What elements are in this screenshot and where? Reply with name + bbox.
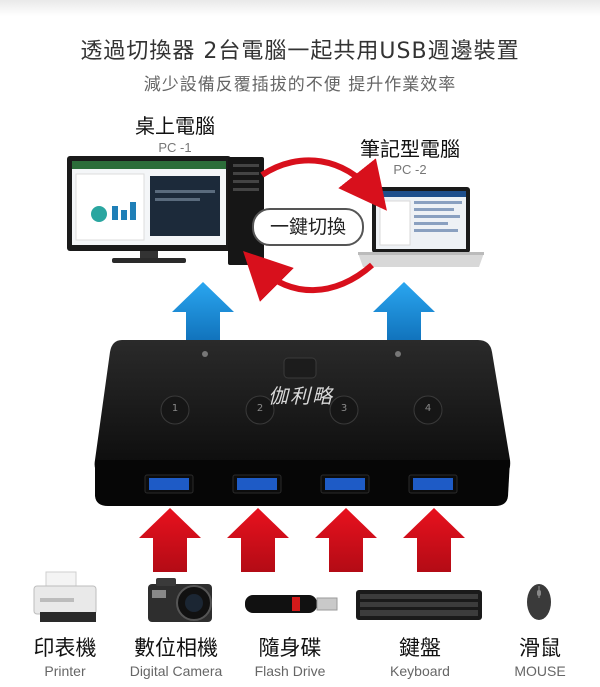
up-arrow-right bbox=[373, 282, 435, 345]
mouse-icon bbox=[527, 584, 551, 620]
laptop-label: PC -2 bbox=[393, 162, 427, 177]
up-arrow-left bbox=[172, 282, 234, 345]
printer-icon bbox=[33, 571, 97, 622]
device-sublabel-flash-drive: Flash Drive bbox=[254, 663, 326, 679]
device-label-mouse: 滑鼠 bbox=[519, 636, 561, 660]
flash-drive-icon bbox=[245, 595, 338, 613]
port-button-4[interactable]: 4 bbox=[424, 403, 432, 414]
hub-brand-logo: 伽利略 bbox=[268, 384, 334, 408]
device-label-flash-drive: 隨身碟 bbox=[258, 636, 322, 660]
device-sublabel-printer: Printer bbox=[44, 663, 86, 679]
port-button-1[interactable]: 1 bbox=[171, 403, 179, 414]
up-arrow-port-2 bbox=[227, 508, 289, 572]
laptop-icon bbox=[358, 187, 484, 267]
camera-icon bbox=[148, 578, 212, 622]
laptop-title: 筆記型電腦 bbox=[360, 137, 460, 161]
desktop-title: 桌上電腦 bbox=[135, 114, 215, 138]
usb-switch-hub bbox=[94, 340, 511, 506]
port-button-3[interactable]: 3 bbox=[340, 403, 348, 414]
device-sublabel-mouse: MOUSE bbox=[514, 663, 566, 679]
device-sublabel-keyboard: Keyboard bbox=[390, 663, 450, 679]
port-button-2[interactable]: 2 bbox=[256, 403, 264, 414]
one-key-switch-label: 一鍵切換 bbox=[252, 208, 364, 246]
up-arrow-port-1 bbox=[139, 508, 201, 572]
switch-arrow-bottom bbox=[243, 251, 374, 302]
page-title: 透過切換器 2台電腦一起共用USB週邊裝置 bbox=[80, 39, 520, 64]
top-shadow bbox=[0, 0, 600, 16]
device-label-camera: 數位相機 bbox=[134, 636, 218, 660]
device-sublabel-camera: Digital Camera bbox=[129, 663, 223, 679]
switch-arrow-top bbox=[260, 157, 387, 211]
up-arrow-port-3 bbox=[315, 508, 377, 572]
page-subtitle: 減少設備反覆插拔的不便 提升作業效率 bbox=[143, 75, 457, 95]
up-arrow-port-4 bbox=[403, 508, 465, 572]
device-label-printer: 印表機 bbox=[33, 636, 97, 660]
device-label-keyboard: 鍵盤 bbox=[399, 636, 441, 660]
keyboard-icon bbox=[356, 590, 482, 620]
desktop-monitor-icon bbox=[67, 156, 231, 263]
desktop-label: PC -1 bbox=[158, 140, 192, 155]
